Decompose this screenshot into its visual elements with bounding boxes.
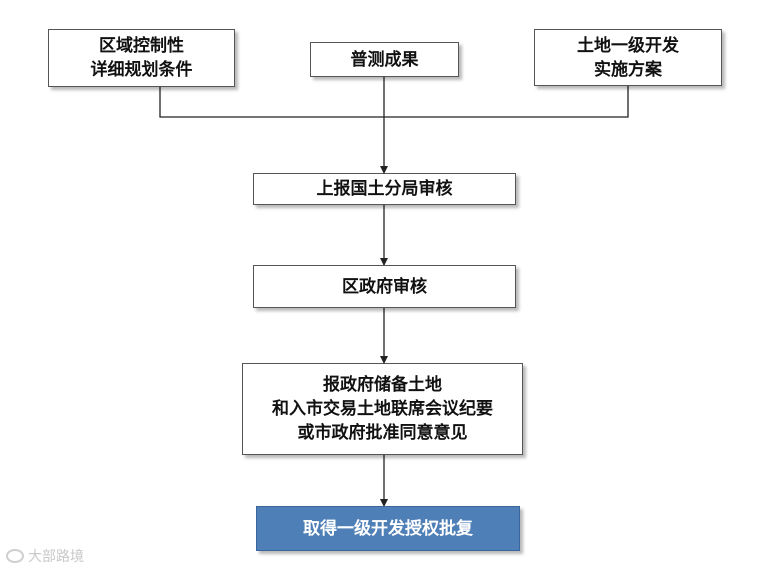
connector-zoning: [159, 87, 384, 118]
node-bureau-review: 上报国土分局审核: [253, 173, 516, 205]
node-district-review: 区政府审核: [253, 265, 516, 308]
node-zoning-line-1: 区域控制性: [99, 36, 184, 56]
node-approval-request: 报政府储备土地 和入市交易土地联席会议纪要 或市政府批准同意意见: [242, 363, 523, 455]
node-final-authorization: 取得一级开发授权批复: [256, 506, 520, 551]
connector-plan: [384, 86, 629, 118]
node-approval-line-1: 报政府储备土地: [323, 375, 442, 395]
watermark-text: 大部路境: [28, 549, 84, 565]
node-plan-line-1: 土地一级开发: [577, 35, 679, 56]
node-approval-line-3: 或市政府批准同意意见: [297, 423, 468, 443]
watermark: 大部路境: [6, 546, 84, 566]
node-bureau-review-line-1: 上报国土分局审核: [316, 179, 453, 199]
node-zoning-conditions: 区域控制性 详细规划条件: [48, 29, 235, 87]
node-zoning-line-2: 详细规划条件: [90, 60, 193, 80]
node-final-line-1: 取得一级开发授权批复: [303, 518, 473, 539]
node-approval-line-2: 和入市交易土地联席会议纪要: [272, 399, 493, 419]
node-implementation-plan: 土地一级开发 实施方案: [534, 29, 722, 86]
node-plan-line-2: 实施方案: [594, 59, 662, 80]
watermark-logo-icon: [6, 549, 24, 563]
node-survey-results: 普测成果: [310, 42, 459, 77]
node-survey-line-1: 普测成果: [350, 49, 419, 70]
node-district-review-line-1: 区政府审核: [342, 276, 427, 297]
